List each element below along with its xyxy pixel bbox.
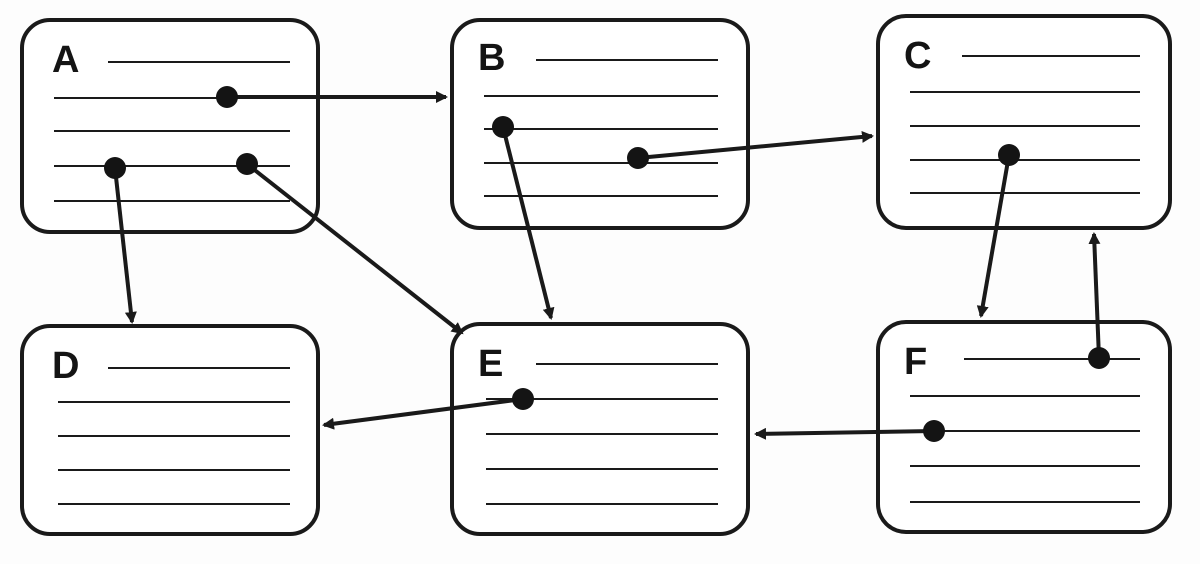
- node-f-label: F: [904, 341, 927, 383]
- node-e: E: [450, 322, 750, 536]
- edge-f-to-e: [754, 427, 935, 440]
- edge-b-to-e: [501, 126, 555, 320]
- node-b: B: [450, 18, 750, 230]
- edge-e-to-d: [322, 397, 524, 430]
- edge-b-to-c-source-dot: [627, 147, 649, 169]
- edge-b-to-c: [637, 130, 874, 160]
- edge-f-to-c: [1088, 232, 1101, 359]
- edge-f-to-c-source-dot: [1088, 347, 1110, 369]
- node-f-box: [876, 320, 1172, 534]
- node-c-label: C: [904, 35, 931, 77]
- edge-a-to-b-source-dot: [216, 86, 238, 108]
- edge-a-to-d-source-dot: [104, 157, 126, 179]
- node-a-label: A: [52, 39, 79, 81]
- node-c: C: [876, 14, 1172, 230]
- edge-e-to-d-source-dot: [512, 388, 534, 410]
- node-b-label: B: [478, 37, 505, 79]
- edge-b-to-e-source-dot: [492, 116, 514, 138]
- edge-a-to-d: [113, 167, 137, 324]
- edge-a-to-e: [245, 162, 464, 335]
- node-a: A: [20, 18, 320, 234]
- edge-a-to-e-source-dot: [236, 153, 258, 175]
- node-d-label: D: [52, 345, 79, 387]
- node-b-box: [450, 18, 750, 230]
- edge-c-to-f-source-dot: [998, 144, 1020, 166]
- edge-c-to-f: [976, 154, 1011, 318]
- node-d-box: [20, 324, 320, 536]
- edge-f-to-e-source-dot: [923, 420, 945, 442]
- node-f: F: [876, 320, 1172, 534]
- node-c-box: [876, 14, 1172, 230]
- edges: [104, 86, 1110, 442]
- node-a-box: [20, 18, 320, 234]
- node-e-label: E: [478, 343, 503, 385]
- node-d: D: [20, 324, 320, 536]
- node-e-box: [450, 322, 750, 536]
